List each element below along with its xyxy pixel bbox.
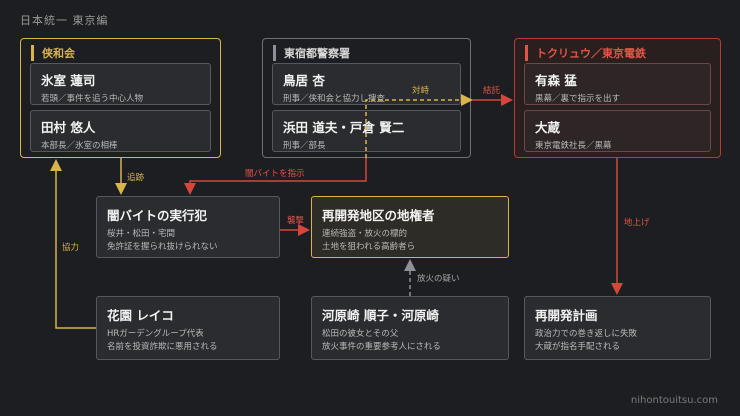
card-name: 鳥居 杏 (283, 73, 325, 88)
card-desc: 桜井・松田・宅間 (107, 229, 176, 239)
card-name: 再開発計画 (535, 308, 598, 323)
card-name: 花園 レイコ (107, 308, 174, 323)
edge-label-ketsutaku: 結託 (483, 86, 501, 96)
card-desc: 刑事／侠和会と協力し捜査 (283, 94, 386, 104)
card-desc: 本部長／氷室の相棒 (41, 141, 118, 151)
card-desc: 松田の彼女とその父 (322, 329, 399, 339)
card-desc: 大蔵が指名手配される (535, 342, 621, 352)
card-ozo: 大蔵 東京電鉄社長／黒幕 (524, 110, 711, 152)
card-arimori: 有森 猛 黒幕／裏で指示を出す (524, 63, 711, 105)
edge-kyoryoku (50, 159, 96, 329)
card-redevelop: 再開発計画 政治力での巻き返しに失敗 大蔵が指名手配される (524, 296, 711, 360)
card-desc: 政治力での巻き返しに失敗 (535, 329, 638, 339)
edge-taiji (365, 94, 473, 158)
card-hanazono: 花園 レイコ HRガーデングループ代表 名前を投資詐欺に悪用される (96, 296, 280, 360)
card-name: 有森 猛 (535, 73, 577, 88)
card-desc: 連続強盗・放火の標的 (322, 229, 408, 239)
card-yamibaito: 闇バイトの実行犯 桜井・松田・宅間 免許証を握られ抜けられない (96, 196, 280, 258)
edge-label-hoka: 放火の疑い (417, 274, 460, 284)
group-label-kyowakai: 侠和会 (31, 45, 75, 61)
card-torii: 鳥居 杏 刑事／侠和会と協力し捜査 (272, 63, 461, 105)
card-name: 田村 悠人 (41, 120, 96, 135)
edge-label-tsuiseki: 追跡 (127, 173, 145, 183)
card-desc: HRガーデングループ代表 (107, 329, 204, 339)
card-desc: 土地を狙われる高齢者ら (322, 242, 416, 252)
card-name: 再開発地区の地権者 (322, 208, 435, 223)
card-desc: 若頭／事件を追う中心人物 (41, 94, 144, 104)
edge-shiji (184, 158, 367, 195)
card-landowner: 再開発地区の地権者 連続強盗・放火の標的 土地を狙われる高齢者ら (311, 196, 509, 258)
card-desc: 名前を投資詐欺に悪用される (107, 342, 218, 352)
card-hamada: 浜田 道夫・戸倉 賢二 刑事／部長 (272, 110, 461, 152)
card-himuro: 氷室 蓮司 若頭／事件を追う中心人物 (30, 63, 211, 105)
edge-label-jiage: 地上げ (624, 218, 650, 228)
group-label-police: 東宿都警察署 (273, 45, 350, 61)
site-url: nihontouitsu.com (630, 395, 718, 406)
card-name: 闇バイトの実行犯 (107, 208, 208, 223)
card-desc: 刑事／部長 (283, 141, 326, 151)
edge-label-taiji: 対峙 (412, 86, 430, 96)
card-tamura: 田村 悠人 本部長／氷室の相棒 (30, 110, 211, 152)
card-desc: 放火事件の重要参考人にされる (322, 342, 441, 352)
card-name: 河原崎 順子・河原崎 (322, 308, 439, 323)
card-kawarazaki: 河原崎 順子・河原崎 松田の彼女とその父 放火事件の重要参考人にされる (311, 296, 509, 360)
card-desc: 免許証を握られ抜けられない (107, 242, 218, 252)
group-kyowakai: 侠和会 (20, 38, 221, 158)
group-label-tokuryu: トクリュウ／東京電鉄 (525, 45, 646, 61)
card-desc: 黒幕／裏で指示を出す (535, 94, 621, 104)
card-name: 大蔵 (535, 120, 561, 135)
edge-label-shiji: 闇バイトを指示 (245, 169, 305, 179)
card-name: 浜田 道夫・戸倉 賢二 (283, 120, 405, 135)
diagram-title: 日本統一 東京編 (20, 14, 109, 27)
edge-label-kyoryoku: 協力 (62, 243, 80, 253)
card-name: 氷室 蓮司 (41, 73, 96, 88)
card-desc: 東京電鉄社長／黒幕 (535, 141, 612, 151)
edge-label-shugeki: 襲撃 (287, 216, 305, 226)
